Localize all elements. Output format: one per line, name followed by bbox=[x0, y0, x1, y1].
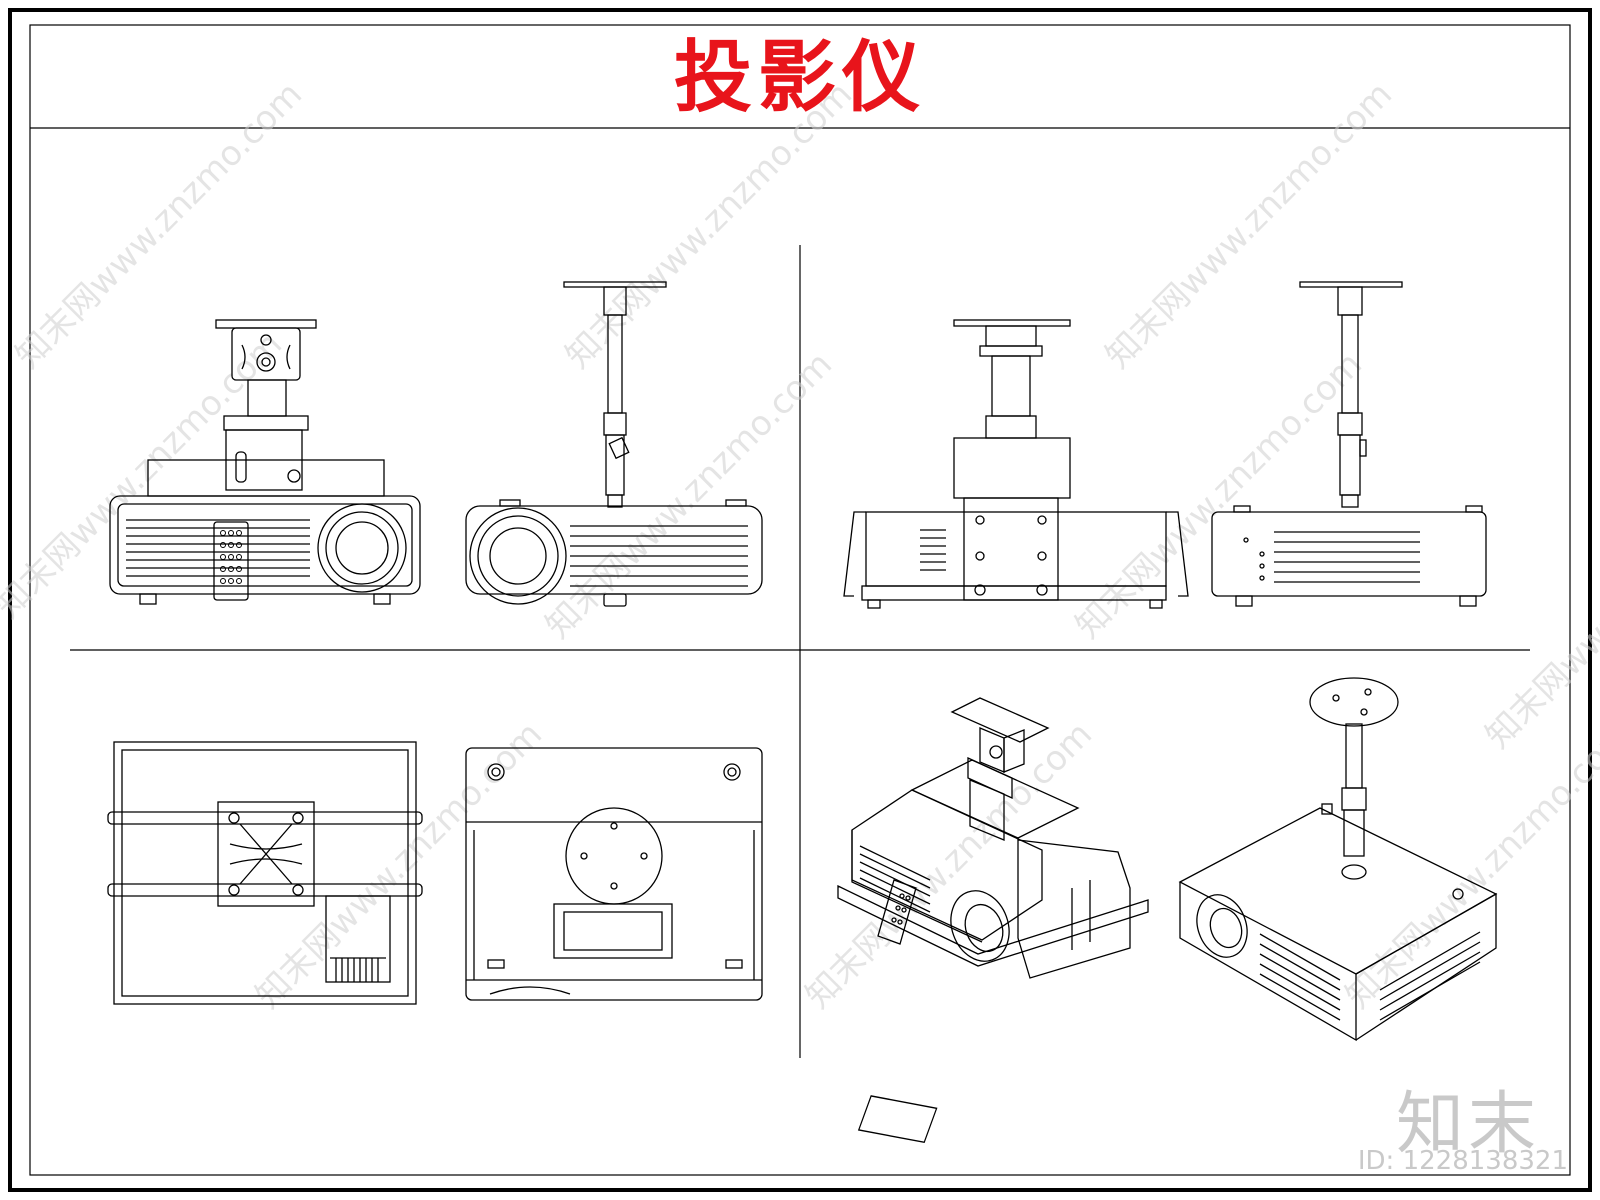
projector-iso-pole-mount bbox=[857, 677, 1498, 1144]
projector-iso-short-mount bbox=[837, 697, 1149, 979]
lens-icon bbox=[950, 890, 1010, 962]
projector-front-short-mount bbox=[109, 319, 421, 605]
lens-icon bbox=[469, 507, 567, 605]
lens-icon bbox=[317, 503, 407, 593]
vent-grille bbox=[920, 529, 946, 571]
svg-text:知末网www.znzmo.com: 知末网www.znzmo.com bbox=[1068, 344, 1370, 646]
vent-grille bbox=[126, 519, 310, 577]
vent-grille bbox=[1274, 531, 1420, 583]
image-id-label: ID: 1228138321 bbox=[1357, 1146, 1568, 1176]
projector-bottom bbox=[465, 747, 763, 1001]
brand-mark: 知末 bbox=[1395, 1085, 1540, 1164]
remote-control-icon bbox=[877, 879, 917, 945]
svg-text:知末网www.znzmo.com: 知末网www.znzmo.com bbox=[1338, 714, 1600, 1016]
svg-text:知末网www.znzmo.com: 知末网www.znzmo.com bbox=[538, 344, 840, 646]
projector-rear-short-mount bbox=[843, 319, 1189, 609]
projector-front-pole-mount bbox=[465, 281, 763, 607]
vent-grille bbox=[570, 525, 748, 587]
lens-icon bbox=[1196, 894, 1248, 958]
remote-control-icon bbox=[213, 521, 249, 601]
projector-top-bracket bbox=[107, 741, 423, 1005]
svg-text:知末网www.znzmo.com: 知末网www.znzmo.com bbox=[1478, 454, 1600, 756]
inner-frame bbox=[29, 24, 1571, 1176]
projector-side-pole-mount bbox=[1211, 281, 1487, 607]
page-title: 投影仪 bbox=[673, 32, 926, 123]
svg-text:知末网www.znzmo.com: 知末网www.znzmo.com bbox=[248, 714, 550, 1016]
outer-frame bbox=[8, 8, 1592, 1192]
